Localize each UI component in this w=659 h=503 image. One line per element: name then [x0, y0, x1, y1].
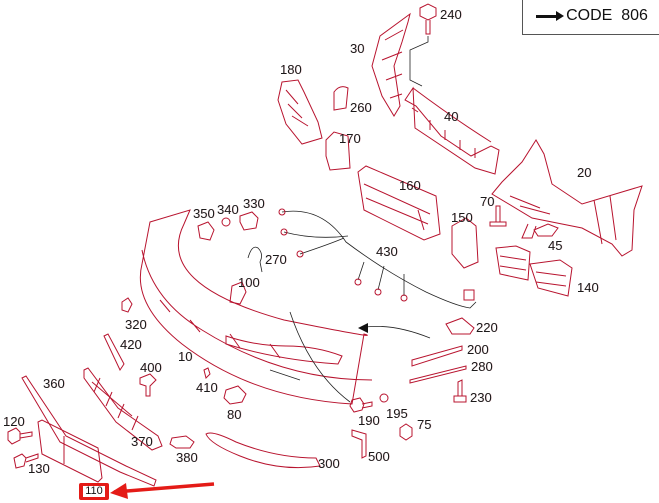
label-140[interactable]: 140 — [577, 280, 599, 295]
label-150[interactable]: 150 — [451, 210, 473, 225]
part-340-ring[interactable] — [221, 217, 231, 227]
direction-arrow — [359, 326, 431, 339]
red-pointer-arrow — [113, 482, 215, 494]
part-240-bolt[interactable] — [419, 3, 437, 35]
label-430[interactable]: 430 — [376, 244, 398, 259]
part-190-bolt[interactable] — [349, 397, 373, 413]
code-value: 806 — [621, 7, 648, 24]
label-260[interactable]: 260 — [350, 100, 372, 115]
label-500[interactable]: 500 — [368, 449, 390, 464]
part-200-strip[interactable] — [411, 345, 463, 367]
label-410[interactable]: 410 — [196, 380, 218, 395]
part-430-wiring-harness[interactable] — [278, 208, 477, 309]
part-30-bracket[interactable] — [371, 12, 429, 117]
label-190[interactable]: 190 — [358, 413, 380, 428]
label-330[interactable]: 330 — [243, 196, 265, 211]
part-220-nut[interactable] — [445, 317, 475, 335]
part-380-insert[interactable] — [169, 435, 195, 449]
part-370-grille[interactable] — [83, 367, 163, 451]
label-240[interactable]: 240 — [440, 7, 462, 22]
label-100[interactable]: 100 — [238, 275, 260, 290]
part-180-bracket[interactable] — [277, 79, 323, 145]
label-80[interactable]: 80 — [227, 407, 242, 422]
part-350-holder[interactable] — [197, 221, 215, 241]
part-280-strip[interactable] — [409, 365, 467, 384]
label-420[interactable]: 420 — [120, 337, 142, 352]
part-360-trim-strip[interactable] — [21, 375, 157, 487]
part-410-plug[interactable] — [203, 367, 211, 379]
label-350[interactable]: 350 — [193, 206, 215, 221]
label-10[interactable]: 10 — [178, 349, 193, 364]
label-170[interactable]: 170 — [339, 131, 361, 146]
part-160-absorber[interactable] — [357, 165, 441, 241]
label-20[interactable]: 20 — [577, 165, 592, 180]
part-195-washer[interactable] — [379, 393, 389, 403]
label-180[interactable]: 180 — [280, 62, 302, 77]
part-40-crossmember[interactable] — [404, 86, 500, 175]
arrow-head — [358, 323, 368, 333]
label-340[interactable]: 340 — [217, 202, 239, 217]
part-170-bracket[interactable] — [325, 131, 351, 171]
label-45[interactable]: 45 — [548, 238, 563, 253]
part-400-clip[interactable] — [139, 373, 157, 397]
code-legend-box: CODE 806 — [522, 0, 659, 35]
part-130-screw[interactable] — [13, 453, 39, 469]
label-120[interactable]: 120 — [3, 414, 25, 429]
part-300-trim-strip[interactable] — [205, 432, 321, 469]
part-420-grille-insert[interactable] — [103, 333, 125, 372]
part-75-clip[interactable] — [399, 423, 413, 441]
label-30[interactable]: 30 — [350, 41, 365, 56]
label-220[interactable]: 220 — [476, 320, 498, 335]
label-400[interactable]: 400 — [140, 360, 162, 375]
code-label: CODE — [566, 7, 613, 24]
part-20-carrier[interactable] — [491, 139, 643, 257]
label-380[interactable]: 380 — [176, 450, 198, 465]
right-arrow-icon — [536, 10, 565, 21]
part-230-screw[interactable] — [453, 379, 467, 403]
part-150-bracket[interactable] — [451, 217, 479, 269]
label-195[interactable]: 195 — [386, 406, 408, 421]
label-40[interactable]: 40 — [444, 109, 459, 124]
label-200[interactable]: 200 — [467, 342, 489, 357]
part-45-pad[interactable] — [533, 223, 559, 237]
part-120-screw[interactable] — [7, 427, 33, 445]
part-140-absorber[interactable] — [495, 245, 573, 297]
part-320-clip[interactable] — [121, 297, 133, 313]
label-320[interactable]: 320 — [125, 317, 147, 332]
direction-arrow-2 — [269, 369, 301, 381]
part-260-cap[interactable] — [333, 86, 349, 111]
part-70-bolt[interactable] — [489, 205, 507, 227]
label-160[interactable]: 160 — [399, 178, 421, 193]
part-500-label[interactable] — [351, 429, 367, 459]
label-270[interactable]: 270 — [265, 252, 287, 267]
label-370[interactable]: 370 — [131, 434, 153, 449]
part-110-license-plate-base[interactable] — [37, 419, 103, 483]
label-230[interactable]: 230 — [470, 390, 492, 405]
part-100-cover[interactable] — [229, 281, 247, 305]
part-330-sensor[interactable] — [239, 211, 259, 231]
label-280[interactable]: 280 — [471, 359, 493, 374]
label-360[interactable]: 360 — [43, 376, 65, 391]
red-pointer-arrow-head — [110, 483, 128, 499]
part-270-wire[interactable] — [247, 246, 263, 273]
label-130[interactable]: 130 — [28, 461, 50, 476]
label-75[interactable]: 75 — [417, 417, 432, 432]
highlighted-part-110[interactable]: 110 — [79, 483, 109, 500]
label-70[interactable]: 70 — [480, 194, 495, 209]
part-10-bumper-cover[interactable] — [139, 209, 373, 405]
label-300[interactable]: 300 — [318, 456, 340, 471]
part-80-clip[interactable] — [223, 385, 247, 405]
